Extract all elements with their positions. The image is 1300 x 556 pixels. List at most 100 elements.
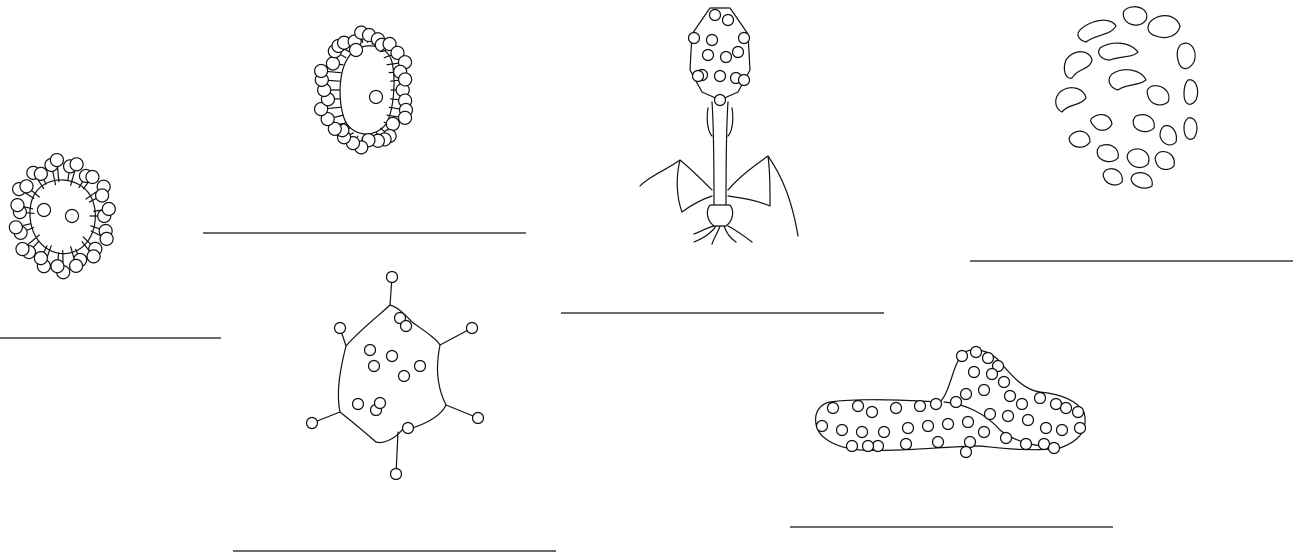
envelope-protein <box>903 423 914 434</box>
fiber-stalk <box>396 432 398 474</box>
envelope-protein <box>1041 423 1052 434</box>
spike-knob <box>86 171 99 184</box>
spike-knob <box>399 73 412 86</box>
spike-knob <box>370 91 383 104</box>
envelope-protein <box>1039 439 1050 450</box>
virus-oval-spiked <box>315 26 413 154</box>
spike-knob <box>16 243 29 256</box>
convoluted-segment <box>1097 145 1118 162</box>
envelope-protein <box>983 353 994 364</box>
capsid-protein <box>387 351 398 362</box>
envelope-protein <box>1073 407 1084 418</box>
capsid-protein <box>399 371 410 382</box>
head-protein <box>721 52 732 63</box>
spike-knob <box>11 199 24 212</box>
fiber-knob <box>387 272 398 283</box>
head-protein <box>689 33 700 44</box>
spike-knob <box>51 260 64 273</box>
bacteriophage-tail-fibers <box>640 156 798 244</box>
envelope-protein <box>951 397 962 408</box>
virus-polyhedral <box>307 272 484 480</box>
fiber-knob <box>473 413 484 424</box>
envelope-protein <box>1035 393 1046 404</box>
virus-convoluted-segments <box>1056 7 1198 188</box>
capsid-protein <box>365 345 376 356</box>
envelope-protein <box>873 441 884 452</box>
spike-knob <box>34 167 47 180</box>
head-protein <box>715 71 726 82</box>
convoluted-segment <box>1184 118 1197 139</box>
envelope-protein <box>1001 433 1012 444</box>
capsid-protein <box>403 423 414 434</box>
virus-round-small <box>9 154 115 279</box>
convoluted-segment <box>1147 86 1169 105</box>
capsid-protein <box>415 361 426 372</box>
envelope-protein <box>979 385 990 396</box>
envelope-protein <box>1003 411 1014 422</box>
convoluted-segment <box>1123 7 1147 25</box>
head-protein <box>715 95 726 106</box>
envelope-protein <box>847 441 858 452</box>
convoluted-segment <box>1091 115 1112 131</box>
head-protein <box>693 71 704 82</box>
virus-polyhedral-proteins <box>353 313 426 434</box>
envelope-protein <box>1017 399 1028 410</box>
envelope-protein <box>963 417 974 428</box>
virus-oval-spiked-envelope <box>340 46 394 134</box>
envelope-protein <box>965 437 976 448</box>
spike-knob <box>34 252 47 265</box>
envelope-protein <box>979 427 990 438</box>
convoluted-segment <box>1155 152 1174 170</box>
head-protein <box>710 10 721 21</box>
convoluted-segment <box>1177 43 1195 68</box>
spike-knob <box>326 57 339 70</box>
envelope-protein <box>879 427 890 438</box>
envelope-protein <box>961 389 972 400</box>
envelope-protein <box>931 399 942 410</box>
virus-round-small-envelope <box>30 180 95 254</box>
envelope-protein <box>891 403 902 414</box>
convoluted-segment <box>1078 20 1116 42</box>
bacteriophage-baseplate <box>707 205 732 226</box>
head-protein <box>703 50 714 61</box>
envelope-protein <box>1005 391 1016 402</box>
envelope-protein <box>923 421 934 432</box>
envelope-protein <box>837 425 848 436</box>
convoluted-segment <box>1148 16 1180 38</box>
envelope-protein <box>857 427 868 438</box>
envelope-protein <box>863 441 874 452</box>
convoluted-segment <box>1109 70 1146 90</box>
head-protein <box>723 15 734 26</box>
envelope-protein <box>961 447 972 458</box>
envelope-protein <box>817 421 828 432</box>
envelope-protein <box>999 377 1010 388</box>
envelope-protein <box>1023 415 1034 426</box>
envelope-protein <box>1051 399 1062 410</box>
spike-knob <box>350 44 363 57</box>
spike-knob <box>38 204 51 217</box>
convoluted-segment <box>1056 88 1086 112</box>
envelope-protein <box>957 351 968 362</box>
envelope-protein <box>969 367 980 378</box>
fiber-knob <box>391 469 402 480</box>
fiber-knob <box>467 323 478 334</box>
convoluted-segment <box>1069 131 1090 147</box>
convoluted-segment <box>1103 169 1122 185</box>
spike-knob <box>70 158 83 171</box>
spike-knob <box>20 180 33 193</box>
envelope-protein <box>1021 439 1032 450</box>
capsid-protein <box>369 361 380 372</box>
envelope-protein <box>985 409 996 420</box>
envelope-protein <box>1075 423 1086 434</box>
head-protein <box>707 35 718 46</box>
convoluted-segment <box>1131 173 1152 188</box>
spike-knob <box>100 232 113 245</box>
spike-knob <box>315 64 328 77</box>
capsid-protein <box>401 321 412 332</box>
envelope-protein <box>1061 403 1072 414</box>
spike-knob <box>102 202 115 215</box>
convoluted-segment <box>1127 149 1149 168</box>
head-protein <box>739 75 750 86</box>
virus-filamentous <box>816 347 1086 458</box>
